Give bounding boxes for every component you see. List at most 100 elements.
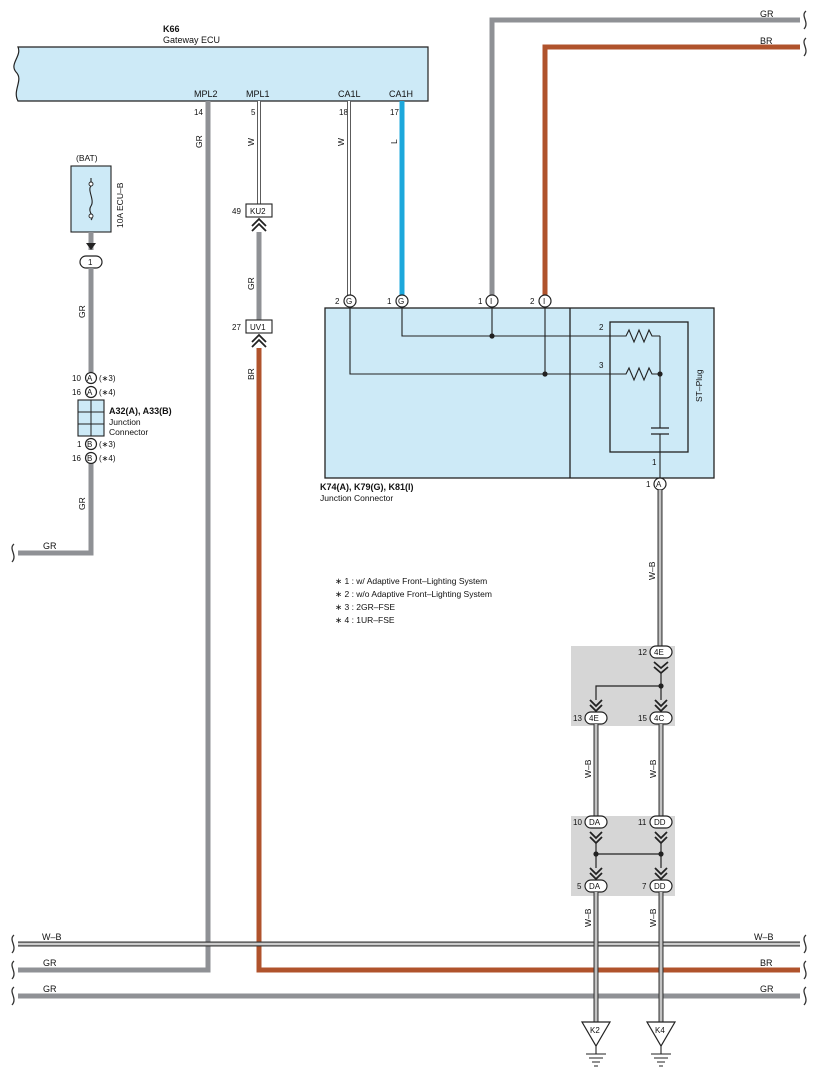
wb-wires-bottom: W–B W–B [583,892,664,1022]
junction-k-out-pin-letter: A [656,480,662,489]
connector-uv1-code: UV1 [250,323,266,332]
junction-a-name-1: Junction [109,417,141,427]
wire-label-wb-right-mid: W–B [648,759,658,778]
junction-dd-out-left-code: DA [589,882,601,891]
junction-a-pin-3-letter: B [87,440,92,449]
junction-k-out-pin-num: 1 [646,480,651,489]
footnote-1: ∗ 1 : w/ Adaptive Front–Lighting System [335,576,487,586]
bus-gr2-label-right: GR [760,984,774,994]
pin-label-ca1l: CA1L [338,89,361,99]
fuse-source: (BAT) [76,153,98,163]
ground-k2-label: K2 [590,1026,600,1035]
junction-block-dd: DA 10 DD 11 DA 5 DD 7 [571,815,675,896]
junction-connector-a: A 10 (∗3) A 16 (∗4) A32(A), A33(B) Junct… [72,371,172,465]
pin-label-ca1h: CA1H [389,89,413,99]
connector-ku2-num: 49 [232,207,241,216]
wire-label-wb-right-bottom: W–B [648,908,658,927]
bus-end-right-3 [803,986,807,1006]
junction-4e-out-right-num: 15 [638,714,647,723]
ground-k4-label: K4 [655,1026,665,1035]
pin-num-mpl1: 5 [251,108,256,117]
junction-a-pin-2-note: (∗4) [99,388,116,397]
connector-ku2: KU2 49 [232,203,273,232]
junction-a-pin-3-note: (∗3) [99,440,116,449]
st-plug-label: ST–Plug [694,369,704,402]
junction-a-pin-3 [84,437,98,451]
pin-label-mpl1: MPL1 [246,89,270,99]
ground-k2-triangle [580,1021,612,1048]
bus-end-left-3 [11,986,15,1006]
footnote-2: ∗ 2 : w/o Adaptive Front–Lighting System [335,589,492,599]
wire-label-wb-main: W–B [647,561,657,580]
junction-dd-in-right-pin [649,815,673,829]
junction-dd-chevron-br [654,867,668,881]
wire-label-low: BR [246,368,256,380]
bus-end-right-1 [803,934,807,954]
wire-end-left-gr [11,543,15,563]
wire-label-mpl1: W [246,138,256,146]
footnote-3: ∗ 3 : 2GR–FSE [335,602,395,612]
junction-a-pin-4-note: (∗4) [99,454,116,463]
junction-4e-chevron-right [654,699,668,713]
footnote-4: ∗ 4 : 1UR–FSE [335,615,395,625]
connector-uv1-num: 27 [232,323,241,332]
st-plug-node [657,371,663,377]
junction-k-node-1 [489,333,495,339]
pin-num-ca1h: 17 [390,108,399,117]
ground-k4-icon [651,1053,671,1067]
pin-num-ca1l: 18 [339,108,348,117]
wire-label-fuse: GR [77,305,87,318]
junction-block-4e: 4E 12 4E 13 4C 15 [571,645,675,726]
junction-a-pin-1 [84,371,98,385]
pin-label-mpl2: MPL2 [194,89,218,99]
fuse-box [70,165,112,233]
junction-a-pin-1-letter: A [87,374,93,383]
junction-4e-node [658,683,664,689]
wire-label-top-br: BR [760,36,773,46]
gateway-ecu-box [13,46,429,102]
wire-label-junction-a-out: GR [77,497,87,510]
ground-k4: K4 [645,1021,677,1067]
junction-a-pin-1-note: (∗3) [99,374,116,383]
wb-wires-middle: W–B W–B [583,724,664,816]
junction-k-bus-3 [349,307,620,375]
bus-end-left-1 [11,934,15,954]
wire-end-top-gr [803,10,807,30]
junction-k-node-2 [542,371,548,377]
bus-gr1-label-right: BR [760,958,773,968]
junction-a-pin-4-letter: B [87,454,92,463]
resistor-2-icon [620,366,660,382]
st-plug-pin-3: 3 [599,361,604,370]
gateway-ecu-name: Gateway ECU [163,35,220,45]
junction-4e-chevron-left [589,699,603,713]
resistor-1-icon [620,328,660,344]
connector-uv1-chevron [251,333,267,348]
junction-dd-in-right-code: DD [654,818,666,827]
junction-k-code: K74(A), K79(G), K81(I) [320,482,414,492]
st-plug-box [609,321,689,453]
wire-gr-top [489,17,800,300]
junction-a-pin-3-num: 1 [77,440,82,449]
junction-a-pin-1-num: 10 [72,374,81,383]
ground-k4-triangle [645,1021,677,1048]
ground-k2-icon [586,1053,606,1067]
junction-dd-in-left-num: 10 [573,818,582,827]
junction-a-pin-4 [84,451,98,465]
wire-label-mpl2: GR [194,135,204,148]
junction-4e-in-num: 12 [638,648,647,657]
wire-label-mid: GR [246,277,256,290]
pin-num-mpl2: 14 [194,108,203,117]
junction-a-pin-2-letter: A [87,388,93,397]
junction-connector-k: ST–Plug G 2 G 1 I 1 I 2 2 3 1 A 1 [320,294,715,503]
fuse-terminal-bottom [88,213,94,219]
junction-4e-in-code: 4E [654,648,664,657]
bus-end-right-2 [803,960,807,980]
junction-4e-out-left-code: 4E [589,714,599,723]
st-plug-pin-1: 1 [652,458,657,467]
bus-wb-label-left: W–B [42,932,62,942]
wire-junction-a-out [18,464,94,556]
junction-a-pin-2-num: 16 [72,388,81,397]
wire-label-wb-left-mid: W–B [583,759,593,778]
junction-4e-in-pin [649,645,673,659]
